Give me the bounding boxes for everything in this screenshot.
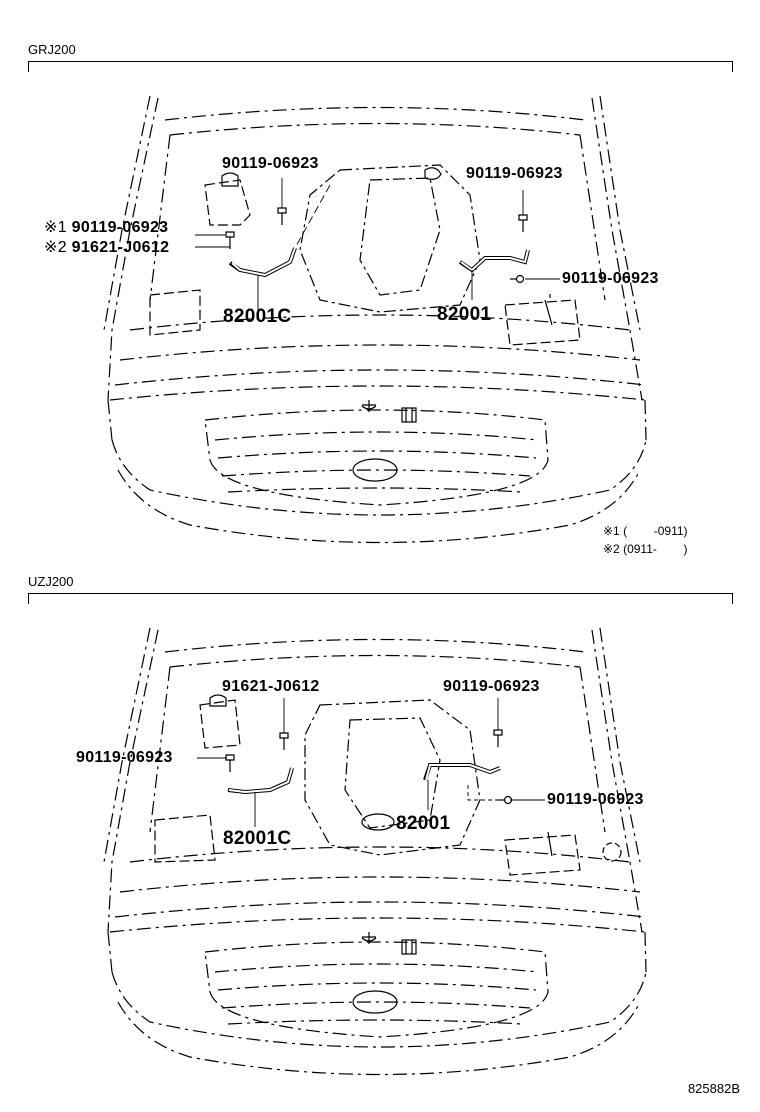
uzj-part-label-top-right: 90119-06923 (443, 678, 540, 695)
part-label-mark1: 90119-06923 (71, 219, 169, 236)
vehicle-outline-uzj200 (103, 627, 647, 1076)
section-rule-uzj200 (28, 593, 733, 604)
section-rule-grj200 (28, 61, 733, 72)
section-title-uzj200: UZJ200 (28, 574, 74, 589)
note-2-range: (0911- ) (623, 542, 688, 556)
uzj-part-label-left-mid: 90119-06923 (76, 749, 173, 766)
part-label-mark2: 91621-J0612 (71, 239, 170, 256)
uzj-part-label-cable-left: 82001C (223, 828, 292, 849)
part-label-right-mid: 90119-06923 (562, 270, 659, 287)
uzj-part-label-top-left: 91621-J0612 (222, 678, 320, 695)
mark-1-label: ※1 90119-06923 (44, 217, 168, 237)
mark-2-symbol: ※2 (44, 239, 67, 256)
diagram-code: 825882B (687, 1081, 740, 1096)
part-label-top-left: 90119-06923 (222, 155, 319, 172)
bolt-icons-grj200 (225, 207, 528, 284)
uzj-part-label-cable-right: 82001 (396, 813, 451, 834)
part-label-top-right: 90119-06923 (466, 165, 563, 182)
note-2-mark: ※2 (603, 542, 620, 556)
vehicle-outline-grj200 (103, 95, 647, 544)
part-label-cable-right: 82001 (437, 304, 492, 325)
note-1-mark: ※1 (603, 524, 620, 538)
note-1: ※1 ( -0911) (603, 524, 688, 538)
uzj-part-label-right-mid: 90119-06923 (547, 791, 644, 808)
note-2: ※2 (0911- ) (603, 542, 688, 556)
section-title-grj200: GRJ200 (28, 42, 76, 57)
part-label-cable-left: 82001C (223, 306, 292, 327)
note-1-range: ( -0911) (623, 524, 688, 538)
mark-2-label: ※2 91621-J0612 (44, 237, 169, 257)
mark-1-symbol: ※1 (44, 219, 67, 236)
